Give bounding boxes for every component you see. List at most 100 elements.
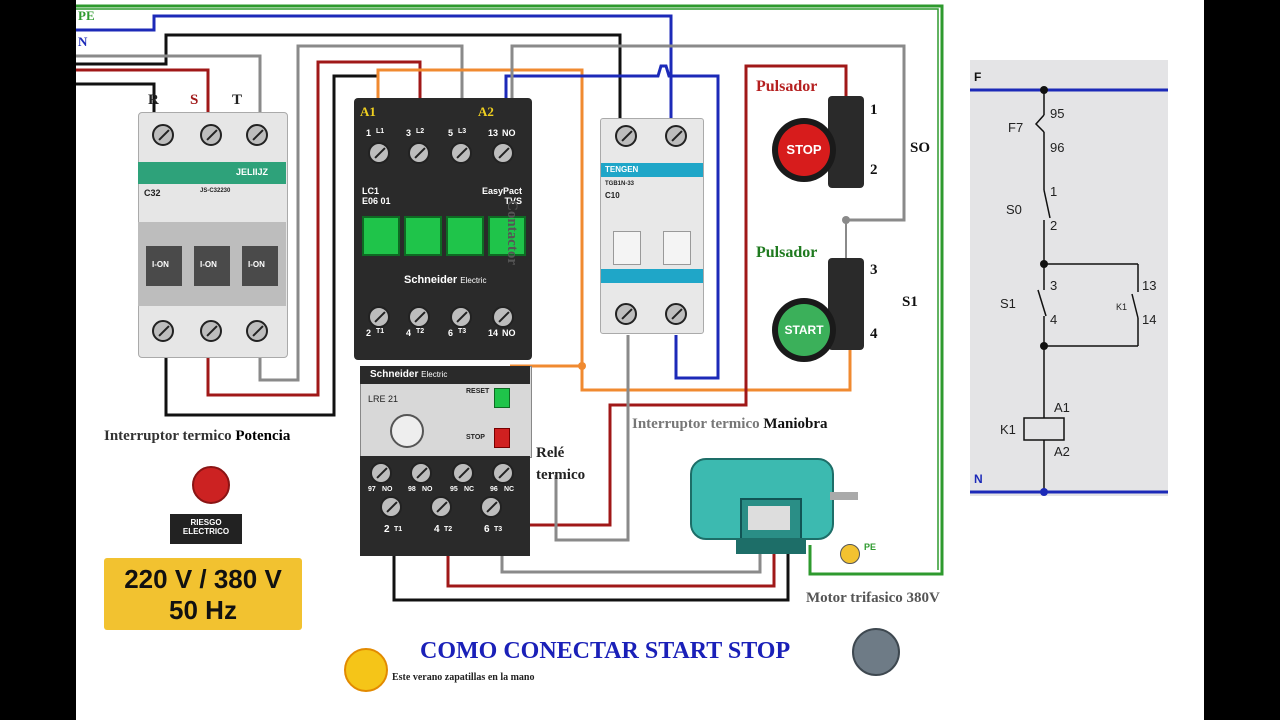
voltage-text: 220 V / 380 V <box>124 564 282 594</box>
control-orange-a1 <box>376 68 584 368</box>
relay-brand: Schneider Electric <box>370 369 448 380</box>
start-term-3: 3 <box>870 262 878 278</box>
phase-black-in <box>76 33 622 130</box>
start-pushbutton[interactable]: START <box>772 258 864 362</box>
motor[interactable] <box>690 456 860 556</box>
contactor-terminal-14[interactable] <box>492 306 514 328</box>
relay-terminal-6t3[interactable] <box>480 496 502 518</box>
breaker-brand: JELIIJZ <box>236 167 269 177</box>
phase-label-r: R <box>148 92 159 108</box>
breaker-terminal-bottom-2[interactable] <box>200 320 222 342</box>
motor-ground-label: PE <box>864 542 877 552</box>
wiring-diagram: PE N R S T JELIIJZ C32 JS-C32230 I-ON I-… <box>76 0 1204 720</box>
contactor-label: Contactor <box>504 200 520 265</box>
control-breaker-model: TGB1N-33 <box>605 181 635 187</box>
phase-gray-in <box>76 54 262 118</box>
footer-subtitle: Este verano zapatillas en la mano <box>392 672 535 683</box>
breaker-toggle-1[interactable]: I-ON <box>146 246 182 286</box>
frequency-text: 50 Hz <box>169 595 237 625</box>
contactor-terminal-l3[interactable] <box>450 142 472 164</box>
neutral-line-label: N <box>78 34 88 49</box>
control-gray-so <box>510 44 906 222</box>
ladder-schematic: F N F7 95 96 1 S0 2 3 S1 4 K1 13 14 A1 K… <box>970 60 1168 496</box>
contactor-terminal-13[interactable] <box>492 142 514 164</box>
stop-pushbutton[interactable]: STOP <box>772 96 864 192</box>
breaker-terminal-top-3[interactable] <box>246 124 268 146</box>
contactor-terminal-l2[interactable] <box>408 142 430 164</box>
stop-term-1: 1 <box>870 102 878 118</box>
motor-label: Motor trifasico 380V <box>806 590 940 606</box>
relay-terminal-96[interactable] <box>492 462 514 484</box>
control-breaker-brand: TENGEN <box>605 165 639 174</box>
phase-label-t: T <box>232 92 243 108</box>
schematic-n: N <box>974 472 983 486</box>
control-breaker-terminal-bottom-1[interactable] <box>615 303 637 325</box>
schematic-lines <box>970 86 1168 496</box>
thermal-relay[interactable]: Schneider Electric LRE 21 RESET STOP 97 … <box>360 366 532 556</box>
pulsador-start-title: Pulsador <box>756 244 818 261</box>
relay-dial[interactable] <box>390 414 424 448</box>
contactor-a2: A2 <box>478 104 494 119</box>
stop-button-cap[interactable]: STOP <box>778 124 830 176</box>
phase-black-r <box>76 82 156 118</box>
relay-terminal-4t2[interactable] <box>430 496 452 518</box>
neutral-wire <box>76 14 673 130</box>
power-breaker[interactable]: R S T JELIIJZ C32 JS-C32230 I-ON I-ON I-… <box>138 92 288 358</box>
stop-button-text: STOP <box>786 142 822 157</box>
start-button-text: START <box>784 323 824 337</box>
footer-title: COMO CONECTAR START STOP <box>420 638 791 664</box>
stop-term-2: 2 <box>870 162 878 178</box>
breaker-terminal-bottom-3[interactable] <box>246 320 268 342</box>
wiring-layer <box>76 4 944 602</box>
schematic-f: F <box>974 70 982 84</box>
contactor-terminal-t3[interactable] <box>450 306 472 328</box>
control-blue-a2 <box>504 64 720 380</box>
relay-terminal-2t1[interactable] <box>380 496 402 518</box>
breaker-toggle-2[interactable]: I-ON <box>194 246 230 286</box>
control-breaker-terminal-top-1[interactable] <box>615 125 637 147</box>
phase-red-in <box>76 68 210 118</box>
sun-icon <box>344 648 388 692</box>
pe-line-label: PE <box>78 8 95 23</box>
breaker-terminal-bottom-1[interactable] <box>152 320 174 342</box>
start-term-4: 4 <box>870 326 878 342</box>
phase-label-s: S <box>190 92 199 108</box>
contactor-terminal-t2[interactable] <box>408 306 430 328</box>
contactor-terminal-t1[interactable] <box>368 306 390 328</box>
breaker-rating: C32 <box>144 188 161 198</box>
control-breaker-terminal-top-2[interactable] <box>665 125 687 147</box>
control-breaker[interactable]: TENGEN TGB1N-33 C10 <box>600 118 704 334</box>
breaker-toggle-3[interactable]: I-ON <box>242 246 278 286</box>
risk-badge: RIESGO ELECTRICO <box>170 514 242 544</box>
relay-terminal-98[interactable] <box>410 462 432 484</box>
control-breaker-rating: C10 <box>605 191 620 200</box>
control-breaker-terminal-bottom-2[interactable] <box>665 303 687 325</box>
contactor-brand: Schneider Electric <box>404 274 487 286</box>
breaker-model: JS-C32230 <box>200 188 231 194</box>
start-button-cap[interactable]: START <box>778 304 830 356</box>
relay-model: LRE 21 <box>368 394 399 404</box>
pe-wire <box>76 4 944 576</box>
relay-terminal-95[interactable] <box>452 462 474 484</box>
warning-icon <box>192 466 230 504</box>
start-tag: S1 <box>902 294 918 310</box>
control-breaker-toggle-2[interactable] <box>663 231 691 265</box>
relay-terminal-97[interactable] <box>370 462 392 484</box>
breaker-terminal-top-2[interactable] <box>200 124 222 146</box>
relay-stop-button[interactable] <box>494 428 510 448</box>
contactor-terminal-l1[interactable] <box>368 142 390 164</box>
power-breaker-label: Interruptor termico Potencia <box>104 428 291 444</box>
moon-icon <box>852 628 900 676</box>
control-breaker-toggle-1[interactable] <box>613 231 641 265</box>
ground-icon <box>840 544 860 564</box>
control-breaker-label: Interruptor termico Maniobra <box>632 416 828 432</box>
breaker-terminal-top-1[interactable] <box>152 124 174 146</box>
stop-tag: SO <box>910 140 931 156</box>
contactor-a1: A1 <box>360 104 376 119</box>
relay-reset-button[interactable] <box>494 388 510 408</box>
pulsador-stop-title: Pulsador <box>756 78 818 95</box>
